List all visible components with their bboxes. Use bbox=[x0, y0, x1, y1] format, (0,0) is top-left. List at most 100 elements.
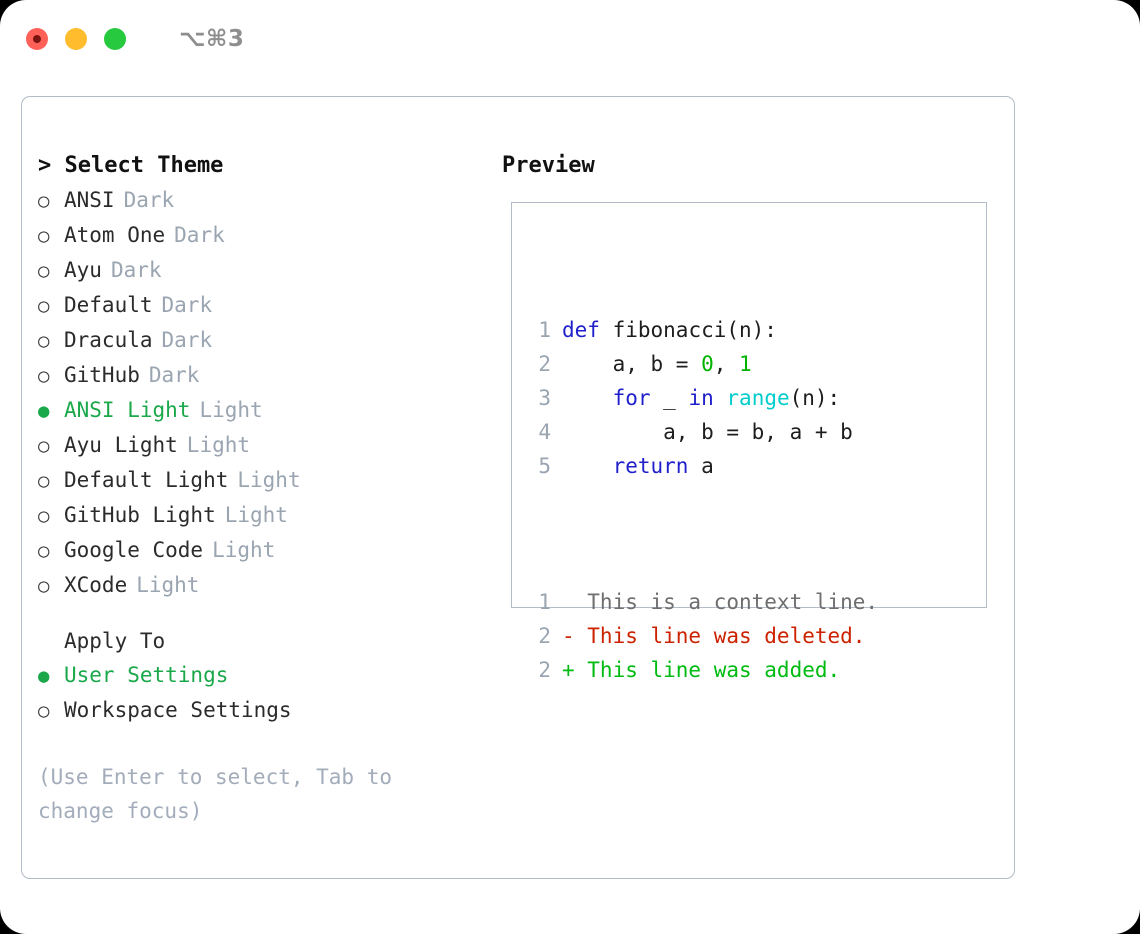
diff-line-text: + This line was added. bbox=[562, 658, 841, 682]
select-theme-heading: > Select Theme bbox=[38, 153, 224, 178]
theme-option-atom-one[interactable]: ○ Atom One Dark bbox=[38, 218, 498, 253]
code-token-plain bbox=[562, 386, 613, 410]
code-line-number: 1 bbox=[538, 318, 551, 342]
preview-heading: Preview bbox=[502, 153, 595, 178]
radio-unselected-icon: ○ bbox=[38, 295, 50, 317]
code-token-kw: def bbox=[562, 318, 600, 342]
diff-line-text: This is a context line. bbox=[562, 590, 879, 614]
code-line-text: a, b = b, a + b bbox=[551, 415, 853, 449]
theme-option-label: Default bbox=[64, 293, 153, 317]
radio-unselected-icon: ○ bbox=[38, 225, 50, 247]
code-line: 3 for _ in range(n): bbox=[525, 381, 878, 415]
theme-option-label: Google Code bbox=[64, 538, 204, 562]
code-token-plain: fibonacci(n): bbox=[599, 318, 777, 342]
theme-option-variant: Light bbox=[212, 538, 276, 562]
theme-option-label: GitHub bbox=[64, 363, 140, 387]
theme-option-dracula[interactable]: ○ Dracula Dark bbox=[38, 323, 498, 358]
radio-unselected-icon: ○ bbox=[38, 365, 50, 387]
code-token-plain: (n): bbox=[789, 386, 841, 410]
apply-to-option-workspace-settings[interactable]: ○ Workspace Settings bbox=[38, 693, 498, 728]
theme-option-variant: Dark bbox=[148, 363, 200, 387]
code-token-plain: a, b = b, a + b bbox=[562, 420, 853, 444]
theme-option-github[interactable]: ○ GitHub Dark bbox=[38, 358, 498, 393]
apply-to-title: Apply To bbox=[64, 629, 166, 653]
theme-option-label: Dracula bbox=[64, 328, 153, 352]
theme-option-ayu-light[interactable]: ○ Ayu Light Light bbox=[38, 428, 498, 463]
theme-option-variant: Light bbox=[199, 398, 263, 422]
radio-unselected-icon: ○ bbox=[38, 435, 50, 457]
code-token-kw: for bbox=[612, 386, 651, 410]
diff-line-add: 2 + This line was added. bbox=[525, 653, 878, 687]
maximize-button[interactable] bbox=[104, 28, 126, 50]
radio-unselected-icon: ○ bbox=[38, 505, 50, 527]
theme-option-variant: Light bbox=[186, 433, 251, 457]
radio-unselected-icon: ○ bbox=[38, 700, 50, 722]
keyboard-shortcut-label: ⌥⌘3 bbox=[179, 26, 245, 52]
diff-line-text: - This line was deleted. bbox=[562, 624, 866, 648]
code-token-kw: return bbox=[612, 454, 689, 478]
theme-option-variant: Light bbox=[237, 468, 301, 492]
theme-option-ayu[interactable]: ○ Ayu Dark bbox=[38, 253, 498, 288]
theme-option-variant: Dark bbox=[174, 223, 225, 247]
keyboard-hint-text: (Use Enter to select, Tab to change focu… bbox=[38, 765, 405, 823]
theme-option-label: Atom One bbox=[64, 223, 166, 247]
diff-line-number: 2 bbox=[538, 658, 551, 682]
theme-option-label: ANSI Light bbox=[64, 398, 191, 422]
code-token-num: 0 bbox=[701, 352, 714, 376]
radio-unselected-icon: ○ bbox=[38, 260, 50, 282]
code-line: 4 a, b = b, a + b bbox=[525, 415, 878, 449]
theme-option-google-code[interactable]: ○ Google Code Light bbox=[38, 533, 498, 568]
theme-option-ansi-light[interactable]: ● ANSI Light Light bbox=[38, 393, 498, 428]
traffic-light-group bbox=[26, 28, 126, 50]
apply-to-option-user-settings[interactable]: ●User Settings bbox=[38, 658, 498, 693]
code-token-plain bbox=[714, 386, 727, 410]
diff-line-del: 2 - This line was deleted. bbox=[525, 619, 878, 653]
radio-unselected-icon: ○ bbox=[38, 575, 50, 597]
code-token-plain: _ bbox=[650, 386, 689, 410]
code-token-plain: a bbox=[688, 454, 714, 478]
theme-option-xcode[interactable]: ○ XCode Light bbox=[38, 568, 498, 603]
theme-option-label: Ayu Light bbox=[64, 433, 178, 457]
code-token-num: 1 bbox=[739, 352, 752, 376]
radio-unselected-icon: ○ bbox=[38, 540, 50, 562]
radio-selected-icon: ● bbox=[38, 665, 50, 687]
code-line: 2 a, b = 0, 1 bbox=[525, 347, 878, 381]
code-token-fn: range bbox=[726, 386, 790, 410]
theme-option-variant: Dark bbox=[110, 258, 162, 282]
code-token-plain: a, b = bbox=[562, 352, 702, 376]
code-line-text: return a bbox=[551, 449, 714, 483]
theme-option-variant: Light bbox=[224, 503, 288, 527]
radio-unselected-icon: ○ bbox=[38, 190, 50, 212]
radio-unselected-icon: ○ bbox=[38, 330, 50, 352]
code-line-number: 4 bbox=[538, 420, 551, 444]
theme-option-label: ANSI bbox=[64, 188, 115, 212]
close-button[interactable] bbox=[26, 28, 48, 50]
theme-option-label: XCode bbox=[64, 573, 128, 597]
code-line: 5 return a bbox=[525, 449, 878, 483]
code-token-kw: in bbox=[688, 386, 714, 410]
theme-option-variant: Light bbox=[136, 573, 200, 597]
minimize-button[interactable] bbox=[65, 28, 87, 50]
theme-option-variant: Dark bbox=[123, 188, 175, 212]
apply-to-option-label: Workspace Settings bbox=[64, 698, 292, 722]
apply-to-section: Apply To ●User Settings ○ Workspace Settin… bbox=[38, 624, 498, 728]
diff-line-number: 2 bbox=[538, 624, 551, 648]
diff-sample: 1 This is a context line.2- This line wa… bbox=[525, 585, 878, 687]
code-line-text: a, b = 0, 1 bbox=[551, 347, 752, 381]
radio-selected-icon: ● bbox=[38, 400, 50, 422]
theme-option-label: Ayu bbox=[64, 258, 102, 282]
theme-option-variant: Dark bbox=[161, 328, 213, 352]
theme-option-ansi[interactable]: ○ ANSI Dark bbox=[38, 183, 498, 218]
code-token-plain: , bbox=[713, 352, 740, 376]
code-line: 1 def fibonacci(n): bbox=[525, 313, 878, 347]
theme-option-label: Default Light bbox=[64, 468, 229, 492]
code-line-number: 2 bbox=[538, 352, 551, 376]
